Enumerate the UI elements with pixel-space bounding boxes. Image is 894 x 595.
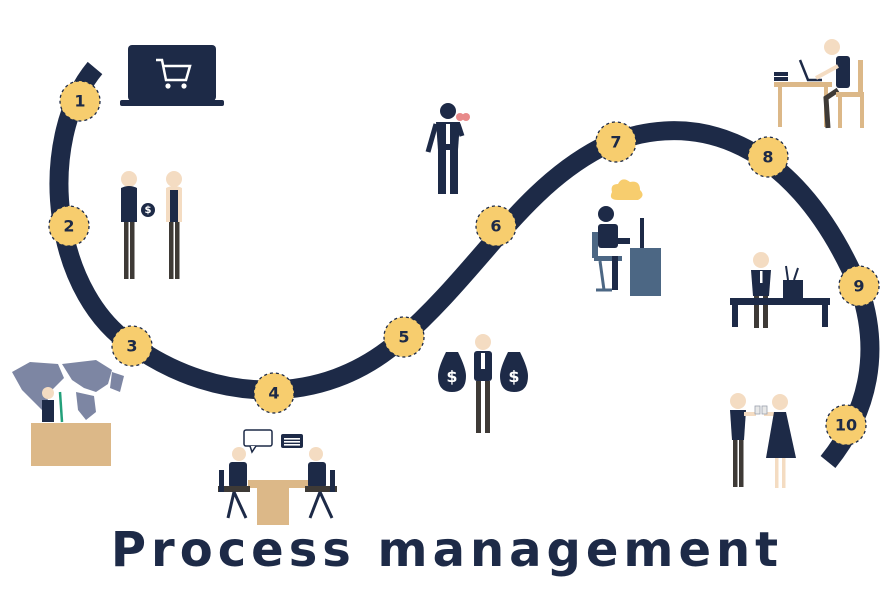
step-marker-10: 10 [825,404,867,446]
step-marker-8: 8 [747,136,789,178]
page-title: Process management [110,522,784,578]
step-number: 2 [63,217,74,236]
computer-idea-icon [592,179,661,296]
svg-text:$: $ [508,367,519,386]
step-number: 4 [268,384,279,403]
step-number: 3 [126,337,137,356]
step-marker-6: 6 [475,205,517,247]
step-marker-9: 9 [838,265,880,307]
couple-toasting-icon [730,393,796,488]
step-marker-2: 2 [48,205,90,247]
step-number: 6 [490,217,501,236]
step-number: 10 [835,416,857,435]
money-bags-icon: $ $ [438,334,528,433]
handing-money-icon: $ [121,171,182,279]
laptop-cart-icon [120,45,224,106]
step-marker-5: 5 [383,316,425,358]
process-path [49,61,880,468]
step-number: 9 [853,277,864,296]
step-number: 8 [762,148,773,167]
businessman-thinking-icon [425,103,470,194]
step-number: 5 [398,328,409,347]
svg-text:$: $ [145,205,152,216]
step-marker-7: 7 [595,121,637,163]
step-marker-4: 4 [253,372,295,414]
desk-laptop-icon [774,39,864,129]
meeting-at-table-icon [218,429,337,525]
step-marker-3: 3 [111,325,153,367]
step-marker-1: 1 [59,80,101,122]
svg-text:$: $ [446,367,457,386]
step-number: 1 [74,92,85,111]
step-number: 7 [610,133,621,152]
standing-at-table-icon [730,252,830,328]
world-map-podium-icon [12,360,124,466]
